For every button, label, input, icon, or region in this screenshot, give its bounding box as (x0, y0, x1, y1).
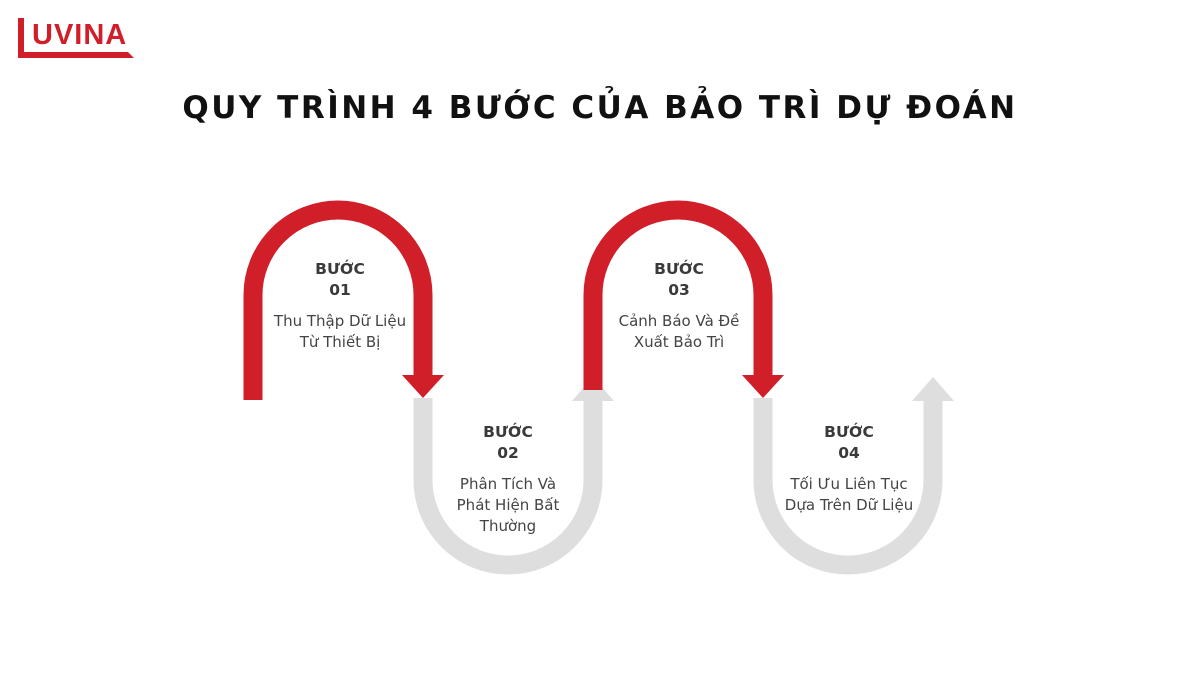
brand-logo: UVINA (16, 16, 136, 62)
step-4-number: 04 (838, 444, 860, 462)
logo-mark (18, 18, 134, 58)
step-3-label: BƯỚC (654, 260, 704, 278)
step-1-number: 01 (329, 281, 351, 299)
step-3: BƯỚC 03 Cảnh Báo Và Đề Xuất Bảo Trì (599, 259, 759, 353)
step-2-label: BƯỚC (483, 423, 533, 441)
step-3-description: Cảnh Báo Và Đề Xuất Bảo Trì (618, 312, 740, 351)
step-3-arrow (583, 200, 784, 398)
step-4-description: Tối Ưu Liên Tục Dựa Trên Dữ Liệu (784, 475, 914, 514)
step-2: BƯỚC 02 Phân Tích Và Phát Hiện Bất Thườn… (428, 422, 588, 537)
step-2-number: 02 (497, 444, 519, 462)
step-1: BƯỚC 01 Thu Thập Dữ Liệu Từ Thiết Bị (260, 259, 420, 353)
step-2-description: Phân Tích Và Phát Hiện Bất Thường (456, 475, 560, 535)
step-1-description: Thu Thập Dữ Liệu Từ Thiết Bị (273, 312, 407, 351)
step-4-arrow (753, 377, 954, 575)
step-3-number: 03 (668, 281, 690, 299)
step-4-label: BƯỚC (824, 423, 874, 441)
step-1-arrow (243, 200, 444, 400)
step-1-label: BƯỚC (315, 260, 365, 278)
logo-text: UVINA (32, 19, 128, 51)
step-4: BƯỚC 04 Tối Ưu Liên Tục Dựa Trên Dữ Liệu (769, 422, 929, 516)
page-title: QUY TRÌNH 4 BƯỚC CỦA BẢO TRÌ DỰ ĐOÁN (182, 90, 1018, 126)
